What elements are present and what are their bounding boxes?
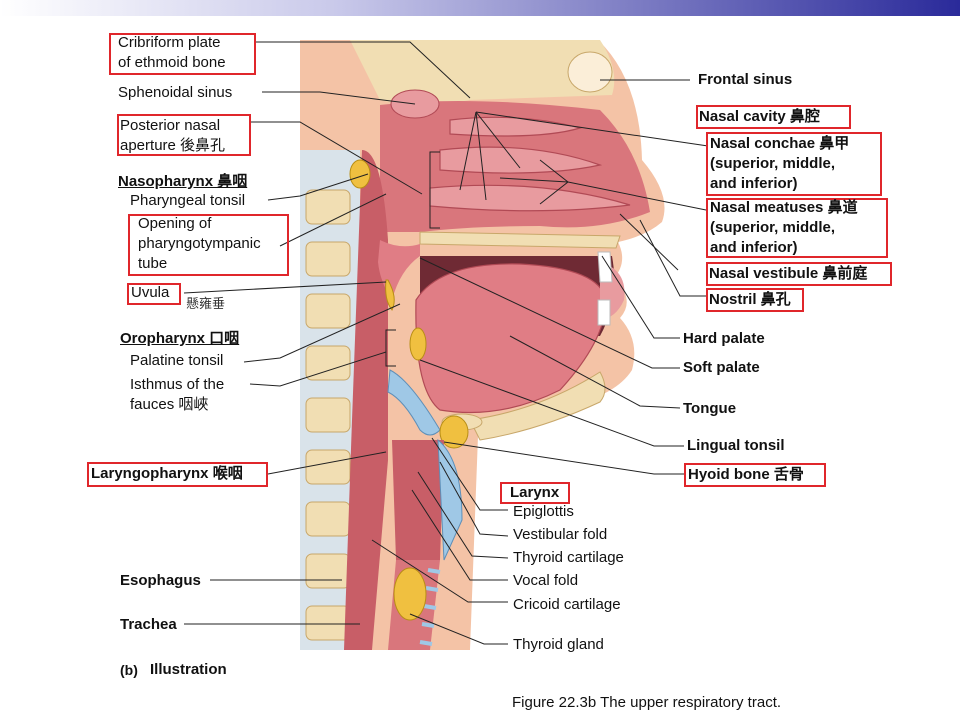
figure-caption: Figure 22.3b The upper respiratory tract…: [512, 694, 782, 711]
label-nasopharynx: Nasopharynx 鼻咽: [118, 173, 248, 190]
label-vestibular-fold: Vestibular fold: [513, 526, 608, 543]
cribriform-highlight-box: [109, 33, 256, 75]
label-vocal-fold: Vocal fold: [513, 572, 579, 589]
label-esophagus: Esophagus: [120, 572, 201, 589]
label-lingual-tonsil: Lingual tonsil: [687, 437, 785, 454]
opening-highlight-box: [128, 214, 289, 276]
label-thyroid-cartilage: Thyroid cartilage: [513, 549, 624, 566]
frontal-sinus: [567, 51, 613, 93]
label-isthmus-of-fauces: Isthmus of the fauces 咽峽: [130, 376, 225, 413]
pharynx: [344, 150, 388, 650]
label-nasal-cavity: Nasal cavity 鼻腔: [699, 108, 820, 125]
label-uvula: Uvula: [131, 284, 170, 301]
lingual-tonsil: [439, 415, 469, 449]
label-trachea: Trachea: [120, 616, 177, 633]
nostril-highlight-box: [706, 288, 804, 312]
teeth: [597, 251, 613, 326]
label-oropharynx: Oropharynx 口咽: [120, 330, 240, 347]
label-cribriform-plate: Cribriform plate of ethmoid bone: [118, 34, 226, 71]
label-larynx: Larynx: [510, 484, 560, 501]
label-posterior-nasal-aperture: Posterior nasal aperture 後鼻孔: [120, 117, 226, 154]
label-laryngopharynx: Laryngopharynx 喉咽: [91, 465, 243, 482]
laryngopharynx-highlight-box: [87, 462, 268, 487]
label-frontal-sinus: Frontal sinus: [698, 71, 793, 88]
vertebrae: [305, 189, 351, 641]
label-cricoid-cartilage: Cricoid cartilage: [513, 596, 621, 613]
label-tongue: Tongue: [683, 400, 737, 417]
label-nasal-vestibule: Nasal vestibule 鼻前庭: [709, 265, 868, 282]
nasal-vestibule-highlight-box: [706, 262, 892, 286]
tongue: [415, 263, 607, 414]
label-epiglottis: Epiglottis: [513, 503, 574, 520]
uvula-highlight-box: [127, 283, 181, 305]
palatine-tonsil: [409, 327, 427, 361]
label-opening-pharyngotympanic-tube: Opening of pharyngotympanic tube: [138, 215, 261, 272]
cranial-bone: [350, 40, 615, 105]
top-decorative-bar: [0, 0, 960, 16]
nasal-conchae-highlight-box: [706, 132, 882, 196]
tracheal-rings: [419, 568, 441, 646]
label-uvula-chinese: 懸雍垂: [186, 296, 226, 311]
label-thyroid-gland: Thyroid gland: [513, 636, 604, 653]
uvula: [385, 279, 395, 311]
mandible: [469, 371, 606, 441]
label-hard-palate: Hard palate: [683, 330, 765, 347]
leader-lines: [183, 41, 709, 645]
label-hyoid-bone: Hyoid bone 舌骨: [688, 466, 804, 483]
label-nostril: Nostril 鼻孔: [709, 291, 791, 308]
illustration-tag: (b): [120, 662, 138, 678]
label-sphenoidal-sinus: Sphenoidal sinus: [118, 84, 233, 101]
label-palatine-tonsil: Palatine tonsil: [130, 352, 224, 369]
epiglottis: [387, 369, 441, 436]
nasal-cavity-highlight-box: [696, 105, 851, 129]
posterior-nasal-highlight-box: [117, 114, 251, 156]
thyroid-gland: [393, 567, 427, 621]
label-pharyngeal-tonsil: Pharyngeal tonsil: [130, 192, 246, 209]
nasal-conchae: [429, 116, 631, 212]
hyoid-highlight-box: [684, 463, 826, 487]
hard-palate: [419, 231, 621, 249]
larynx-highlight-box: [500, 482, 570, 504]
label-soft-palate: Soft palate: [683, 359, 760, 376]
illustration-label: Illustration: [150, 661, 227, 678]
label-nasal-conchae: Nasal conchae 鼻甲 (superior, middle, and …: [710, 135, 850, 192]
label-nasal-meatuses: Nasal meatuses 鼻道 (superior, middle, and…: [710, 199, 858, 256]
nasal-meatuses-highlight-box: [706, 198, 888, 258]
pharyngeal-tonsil: [349, 159, 371, 189]
